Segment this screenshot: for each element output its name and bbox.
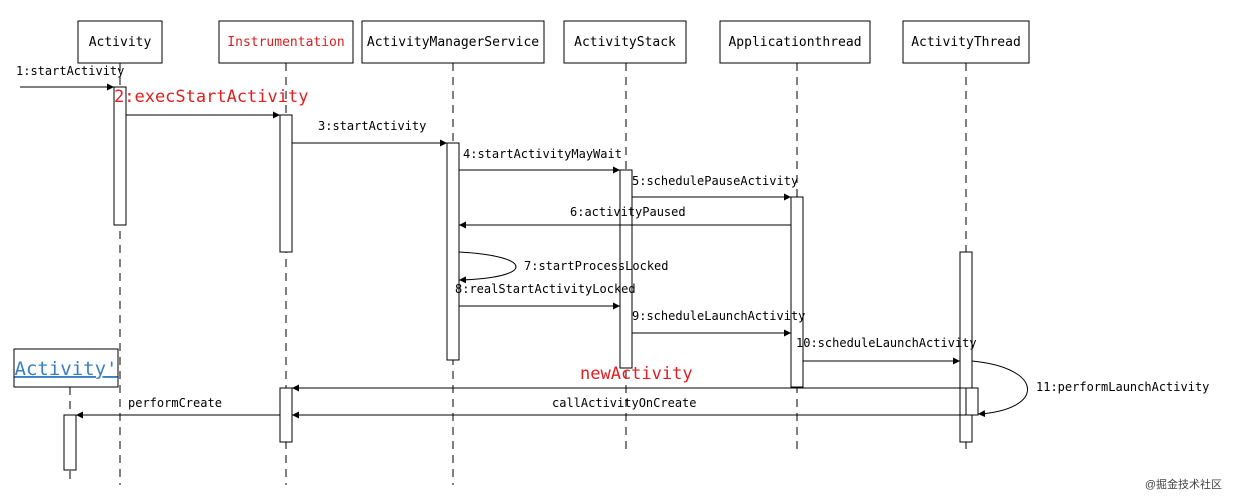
activation-stack xyxy=(619,169,633,369)
message-1-label: 1:startActivity xyxy=(16,64,124,78)
activation-instrumentation-2 xyxy=(279,387,293,443)
activation-ams xyxy=(446,142,460,361)
message-perform-create-label: performCreate xyxy=(128,396,222,410)
participant-ams-label: ActivityManagerService xyxy=(367,35,539,50)
message-7-label: 7:startProcessLocked xyxy=(524,259,669,273)
participant-activitythread-box xyxy=(902,20,1030,64)
activation-instrumentation-1 xyxy=(279,114,293,253)
participant-stack-label: ActivityStack xyxy=(574,35,676,50)
participant-appthread-label: Applicationthread xyxy=(728,35,861,50)
arrow-7-start-process-locked xyxy=(458,251,517,284)
message-8-label: 8:realStartActivityLocked xyxy=(455,282,636,296)
participant-new-activity-label: Activity' xyxy=(15,358,118,380)
message-2-label: 2:execStartActivity xyxy=(114,87,308,107)
participant-activity-box xyxy=(77,20,163,64)
message-call-activity-on-create-label: callActivityOnCreate xyxy=(552,396,697,410)
message-6-label: 6:activityPaused xyxy=(570,205,686,219)
participant-instrumentation-box xyxy=(218,20,354,64)
participant-activitythread-label: ActivityThread xyxy=(911,35,1021,50)
activation-new-activity xyxy=(63,414,77,471)
message-4-label: 4:startActivityMayWait xyxy=(463,147,622,161)
arrow-11-perform-launch-activity xyxy=(971,360,1028,418)
message-5-label: 5:schedulePauseActivity xyxy=(632,174,798,188)
participant-appthread-box xyxy=(719,20,871,64)
message-9-label: 9:scheduleLaunchActivity xyxy=(632,309,805,323)
message-new-activity-label: newActivity xyxy=(580,364,693,384)
watermark: @掘金技术社区 xyxy=(1145,477,1222,491)
participant-ams-box xyxy=(361,20,545,64)
participant-stack-box xyxy=(563,20,687,64)
activation-activitythread-nested xyxy=(965,387,979,416)
message-3-label: 3:startActivity xyxy=(318,119,426,133)
participant-instrumentation-label: Instrumentation xyxy=(227,35,344,50)
participant-activity-label: Activity xyxy=(89,35,152,50)
participant-new-activity-box xyxy=(13,348,119,388)
activation-activity xyxy=(113,86,127,226)
message-10-label: 10:scheduleLaunchActivity xyxy=(796,336,977,350)
message-11-label: 11:performLaunchActivity xyxy=(1036,380,1209,394)
activation-appthread xyxy=(790,196,804,388)
